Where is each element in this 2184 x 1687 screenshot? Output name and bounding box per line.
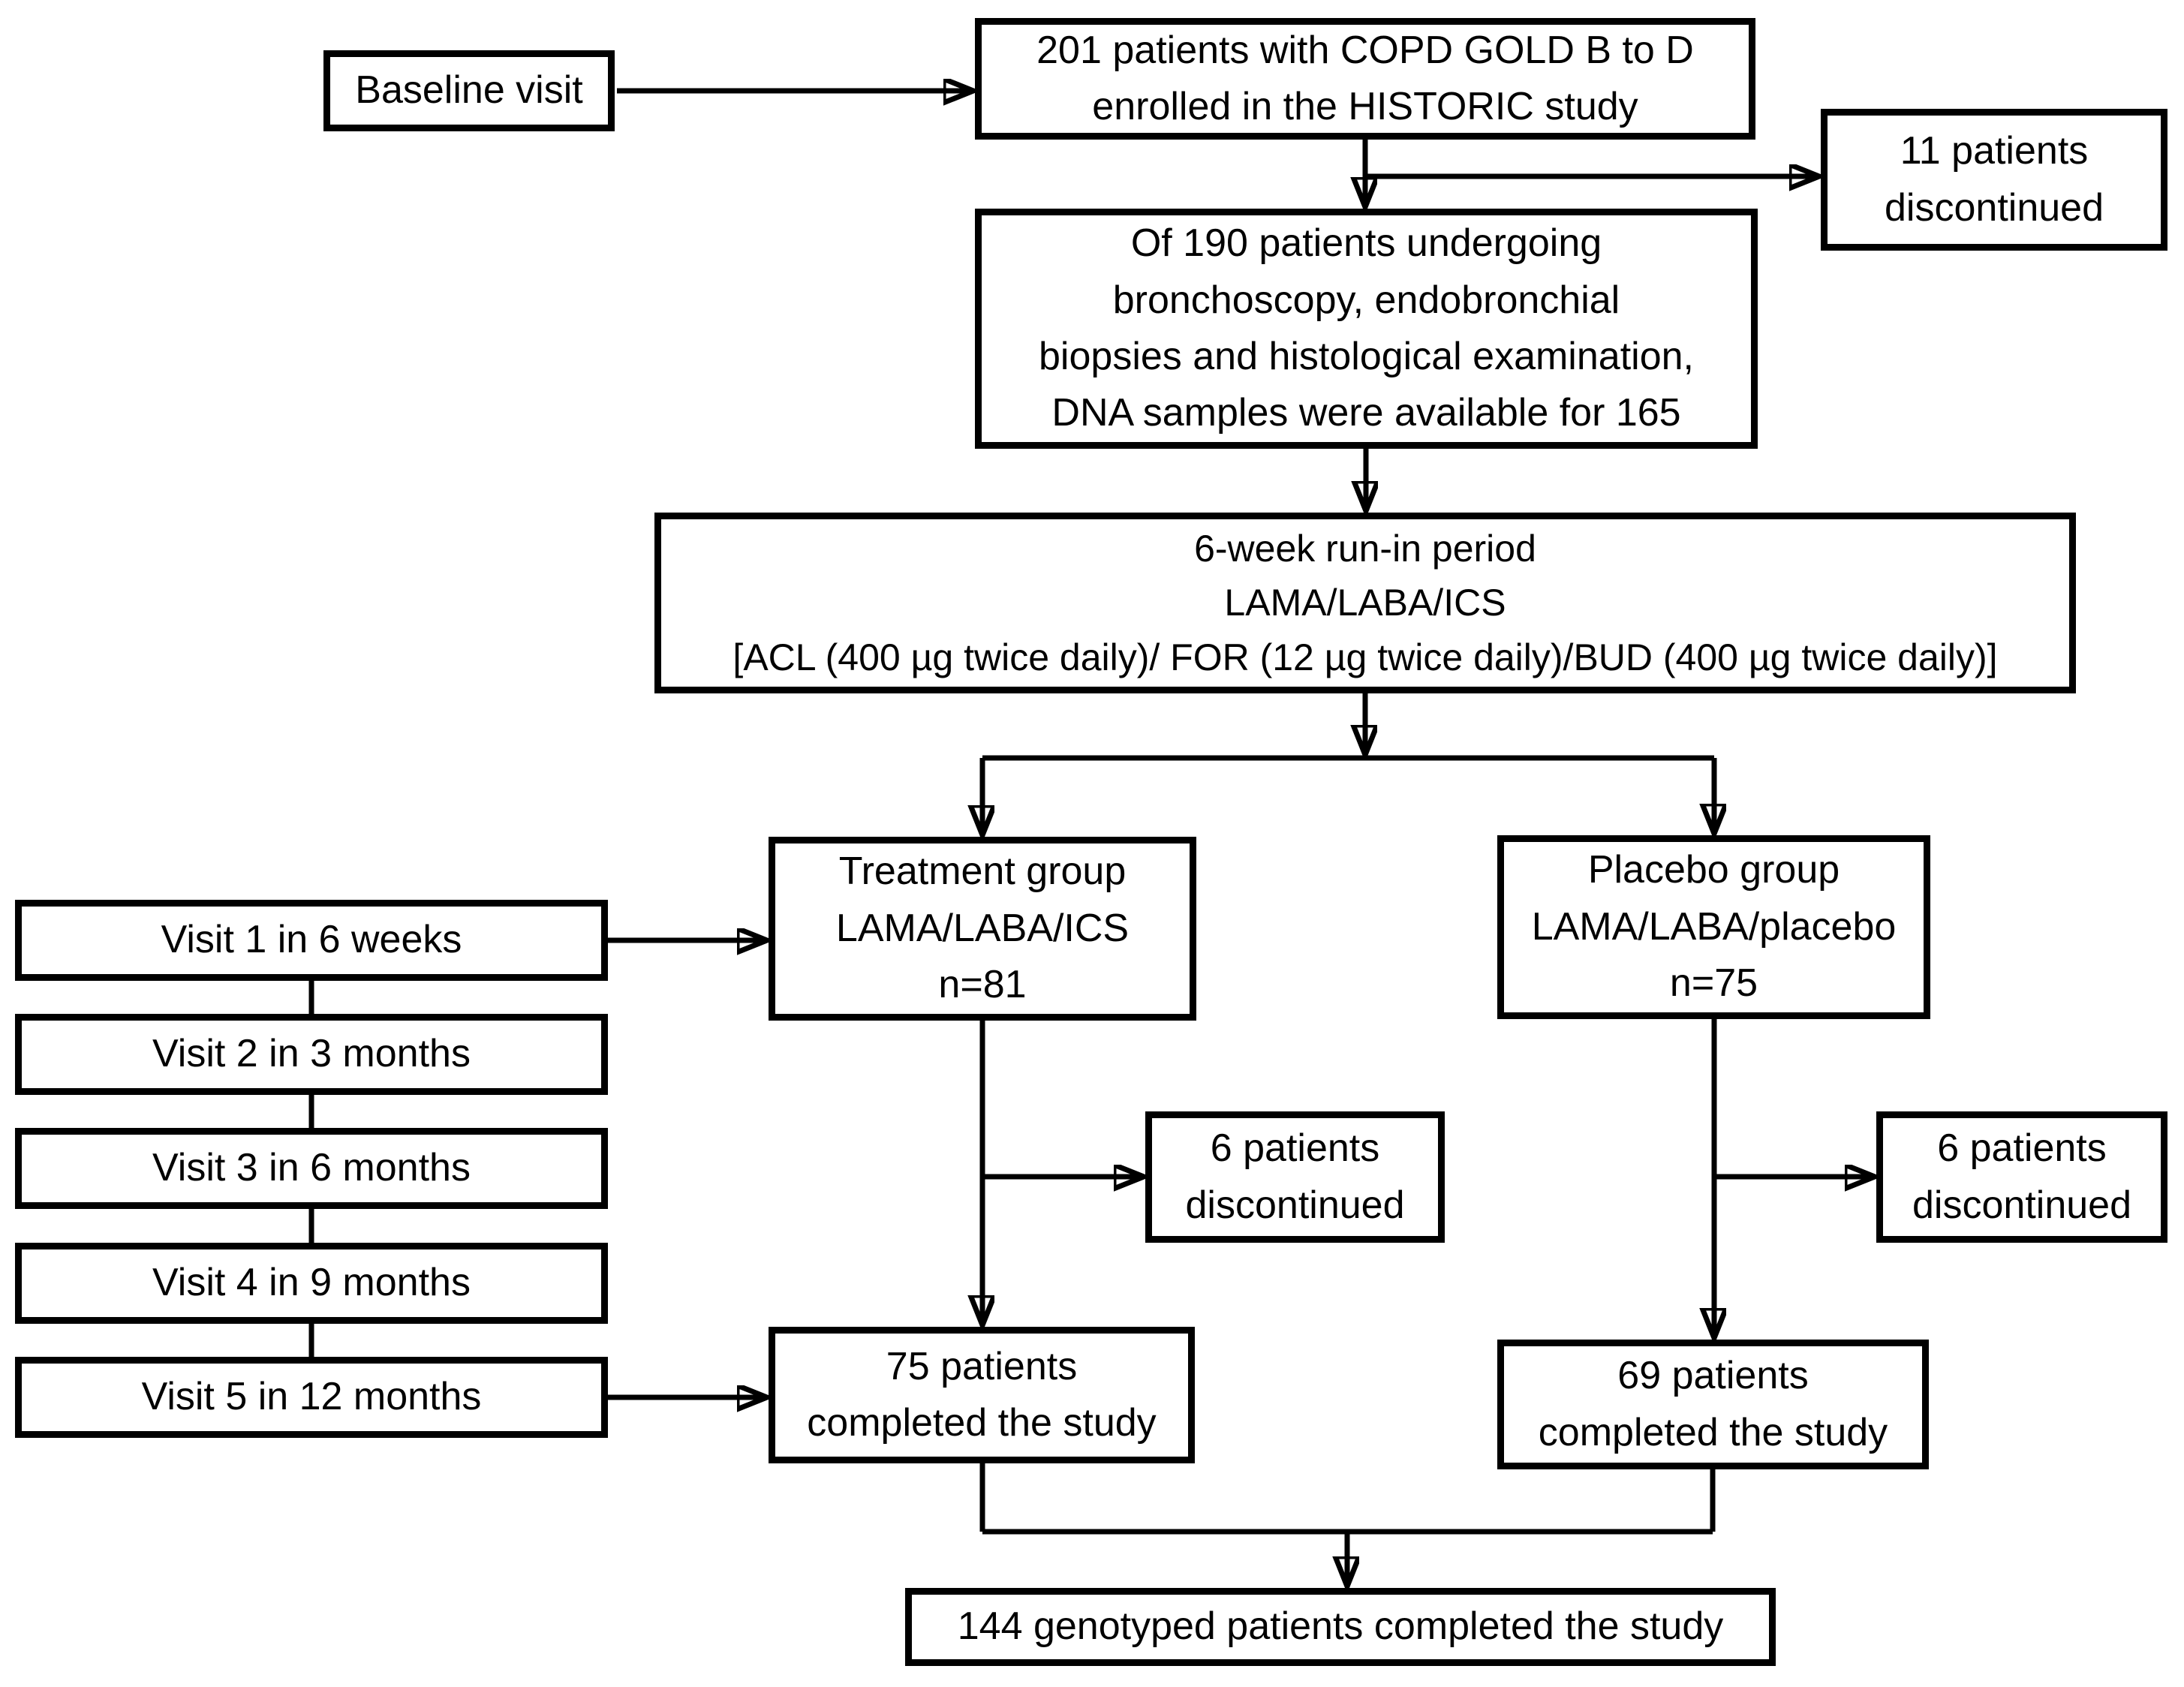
box-discontinued-11: 11 patients discontinued [1821,109,2167,251]
box-discontinued-6-treatment: 6 patients discontinued [1145,1111,1445,1243]
box-discontinued-6-placebo: 6 patients discontinued [1876,1111,2167,1243]
box-treatment-group: Treatment group LAMA/LABA/ICS n=81 [769,837,1196,1021]
box-baseline-visit: Baseline visit [323,50,615,131]
box-visit-4: Visit 4 in 9 months [15,1243,608,1324]
box-enrolled-201: 201 patients with COPD GOLD B to D enrol… [975,18,1755,140]
box-visit-5: Visit 5 in 12 months [15,1357,608,1438]
box-completed-75: 75 patients completed the study [769,1327,1195,1463]
box-visit-1: Visit 1 in 6 weeks [15,900,608,981]
box-completed-total-144: 144 genotyped patients completed the stu… [905,1588,1776,1666]
box-visit-3: Visit 3 in 6 months [15,1128,608,1209]
box-runin-period: 6-week run-in period LAMA/LABA/ICS [ACL … [654,513,2076,693]
box-dna-165: Of 190 patients undergoing bronchoscopy,… [975,209,1758,449]
box-visit-2: Visit 2 in 3 months [15,1014,608,1095]
box-completed-69: 69 patients completed the study [1497,1340,1929,1469]
box-placebo-group: Placebo group LAMA/LABA/placebo n=75 [1497,835,1930,1019]
